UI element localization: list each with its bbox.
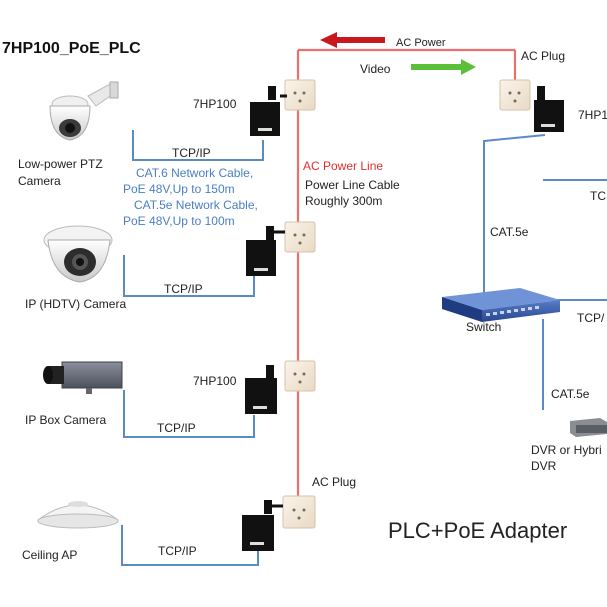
power-line-label: AC Power Line bbox=[303, 159, 383, 173]
switch-icon bbox=[442, 288, 560, 322]
ptz-camera-icon bbox=[49, 81, 119, 141]
switch-label: Switch bbox=[466, 320, 501, 334]
tcp-label-hdtv: TCP/IP bbox=[164, 282, 203, 296]
ceiling-ap-label: Ceiling AP bbox=[22, 548, 77, 562]
dvr-label-2: DVR bbox=[531, 459, 557, 473]
ptz-camera-label-2: Camera bbox=[18, 174, 61, 188]
plc-adapter-3 bbox=[245, 365, 277, 414]
plc-adapter-1 bbox=[250, 86, 287, 136]
wall-socket-4 bbox=[282, 495, 316, 529]
hdtv-camera-label: IP (HDTV) Camera bbox=[25, 297, 126, 311]
wall-socket-1 bbox=[284, 79, 316, 111]
cable-note-4: PoE 48V,Up to 100m bbox=[123, 214, 235, 228]
diagram-subtitle: PLC+PoE Adapter bbox=[388, 518, 567, 543]
ac-plug-right-label: AC Plug bbox=[521, 49, 565, 63]
tcp-label-right-mid: TCP/ bbox=[577, 311, 605, 325]
cable-note-1: CAT.6 Network Cable, bbox=[136, 166, 253, 180]
tcp-label-ptz: TCP/IP bbox=[172, 146, 211, 160]
tcp-label-box: TCP/IP bbox=[157, 421, 196, 435]
adapter-label-right: 7HP1 bbox=[578, 108, 607, 122]
video-label: Video bbox=[360, 62, 391, 76]
ptz-camera-label-1: Low-power PTZ bbox=[18, 157, 103, 171]
plc-adapter-right bbox=[534, 86, 564, 132]
power-line-desc-1: Power Line Cable bbox=[305, 178, 400, 192]
dome-camera-icon bbox=[43, 225, 113, 283]
ac-plug-label-ap: AC Plug bbox=[312, 475, 356, 489]
wall-socket-right bbox=[499, 79, 531, 111]
ac-power-arrow bbox=[320, 32, 385, 48]
adapter-label-3: 7HP100 bbox=[193, 374, 237, 388]
power-line bbox=[296, 48, 517, 498]
ceiling-ap-icon bbox=[36, 501, 120, 529]
adapter-label-1: 7HP100 bbox=[193, 97, 237, 111]
dvr-icon bbox=[570, 418, 607, 437]
plc-adapter-4 bbox=[242, 500, 283, 551]
ac-power-label: AC Power bbox=[396, 37, 446, 49]
wall-socket-3 bbox=[284, 360, 316, 392]
cable-note-2: PoE 48V,Up to 150m bbox=[123, 182, 235, 196]
cat5e-label-top: CAT.5e bbox=[490, 225, 529, 239]
tcp-label-right-top: TCI bbox=[590, 189, 607, 203]
tcp-label-ap: TCP/IP bbox=[158, 544, 197, 558]
cable-note-3: CAT.5e Network Cable, bbox=[134, 198, 258, 212]
plc-adapter-2 bbox=[246, 226, 285, 276]
diagram-title: 7HP100_PoE_PLC bbox=[2, 40, 141, 57]
box-camera-icon bbox=[43, 361, 123, 394]
box-camera-label: IP Box Camera bbox=[25, 413, 106, 427]
dvr-label-1: DVR or Hybri bbox=[531, 443, 602, 457]
power-line-desc-2: Roughly 300m bbox=[305, 194, 382, 208]
video-arrow bbox=[411, 59, 476, 75]
wall-socket-2 bbox=[284, 221, 316, 253]
cat5e-label-bottom: CAT.5e bbox=[551, 387, 590, 401]
